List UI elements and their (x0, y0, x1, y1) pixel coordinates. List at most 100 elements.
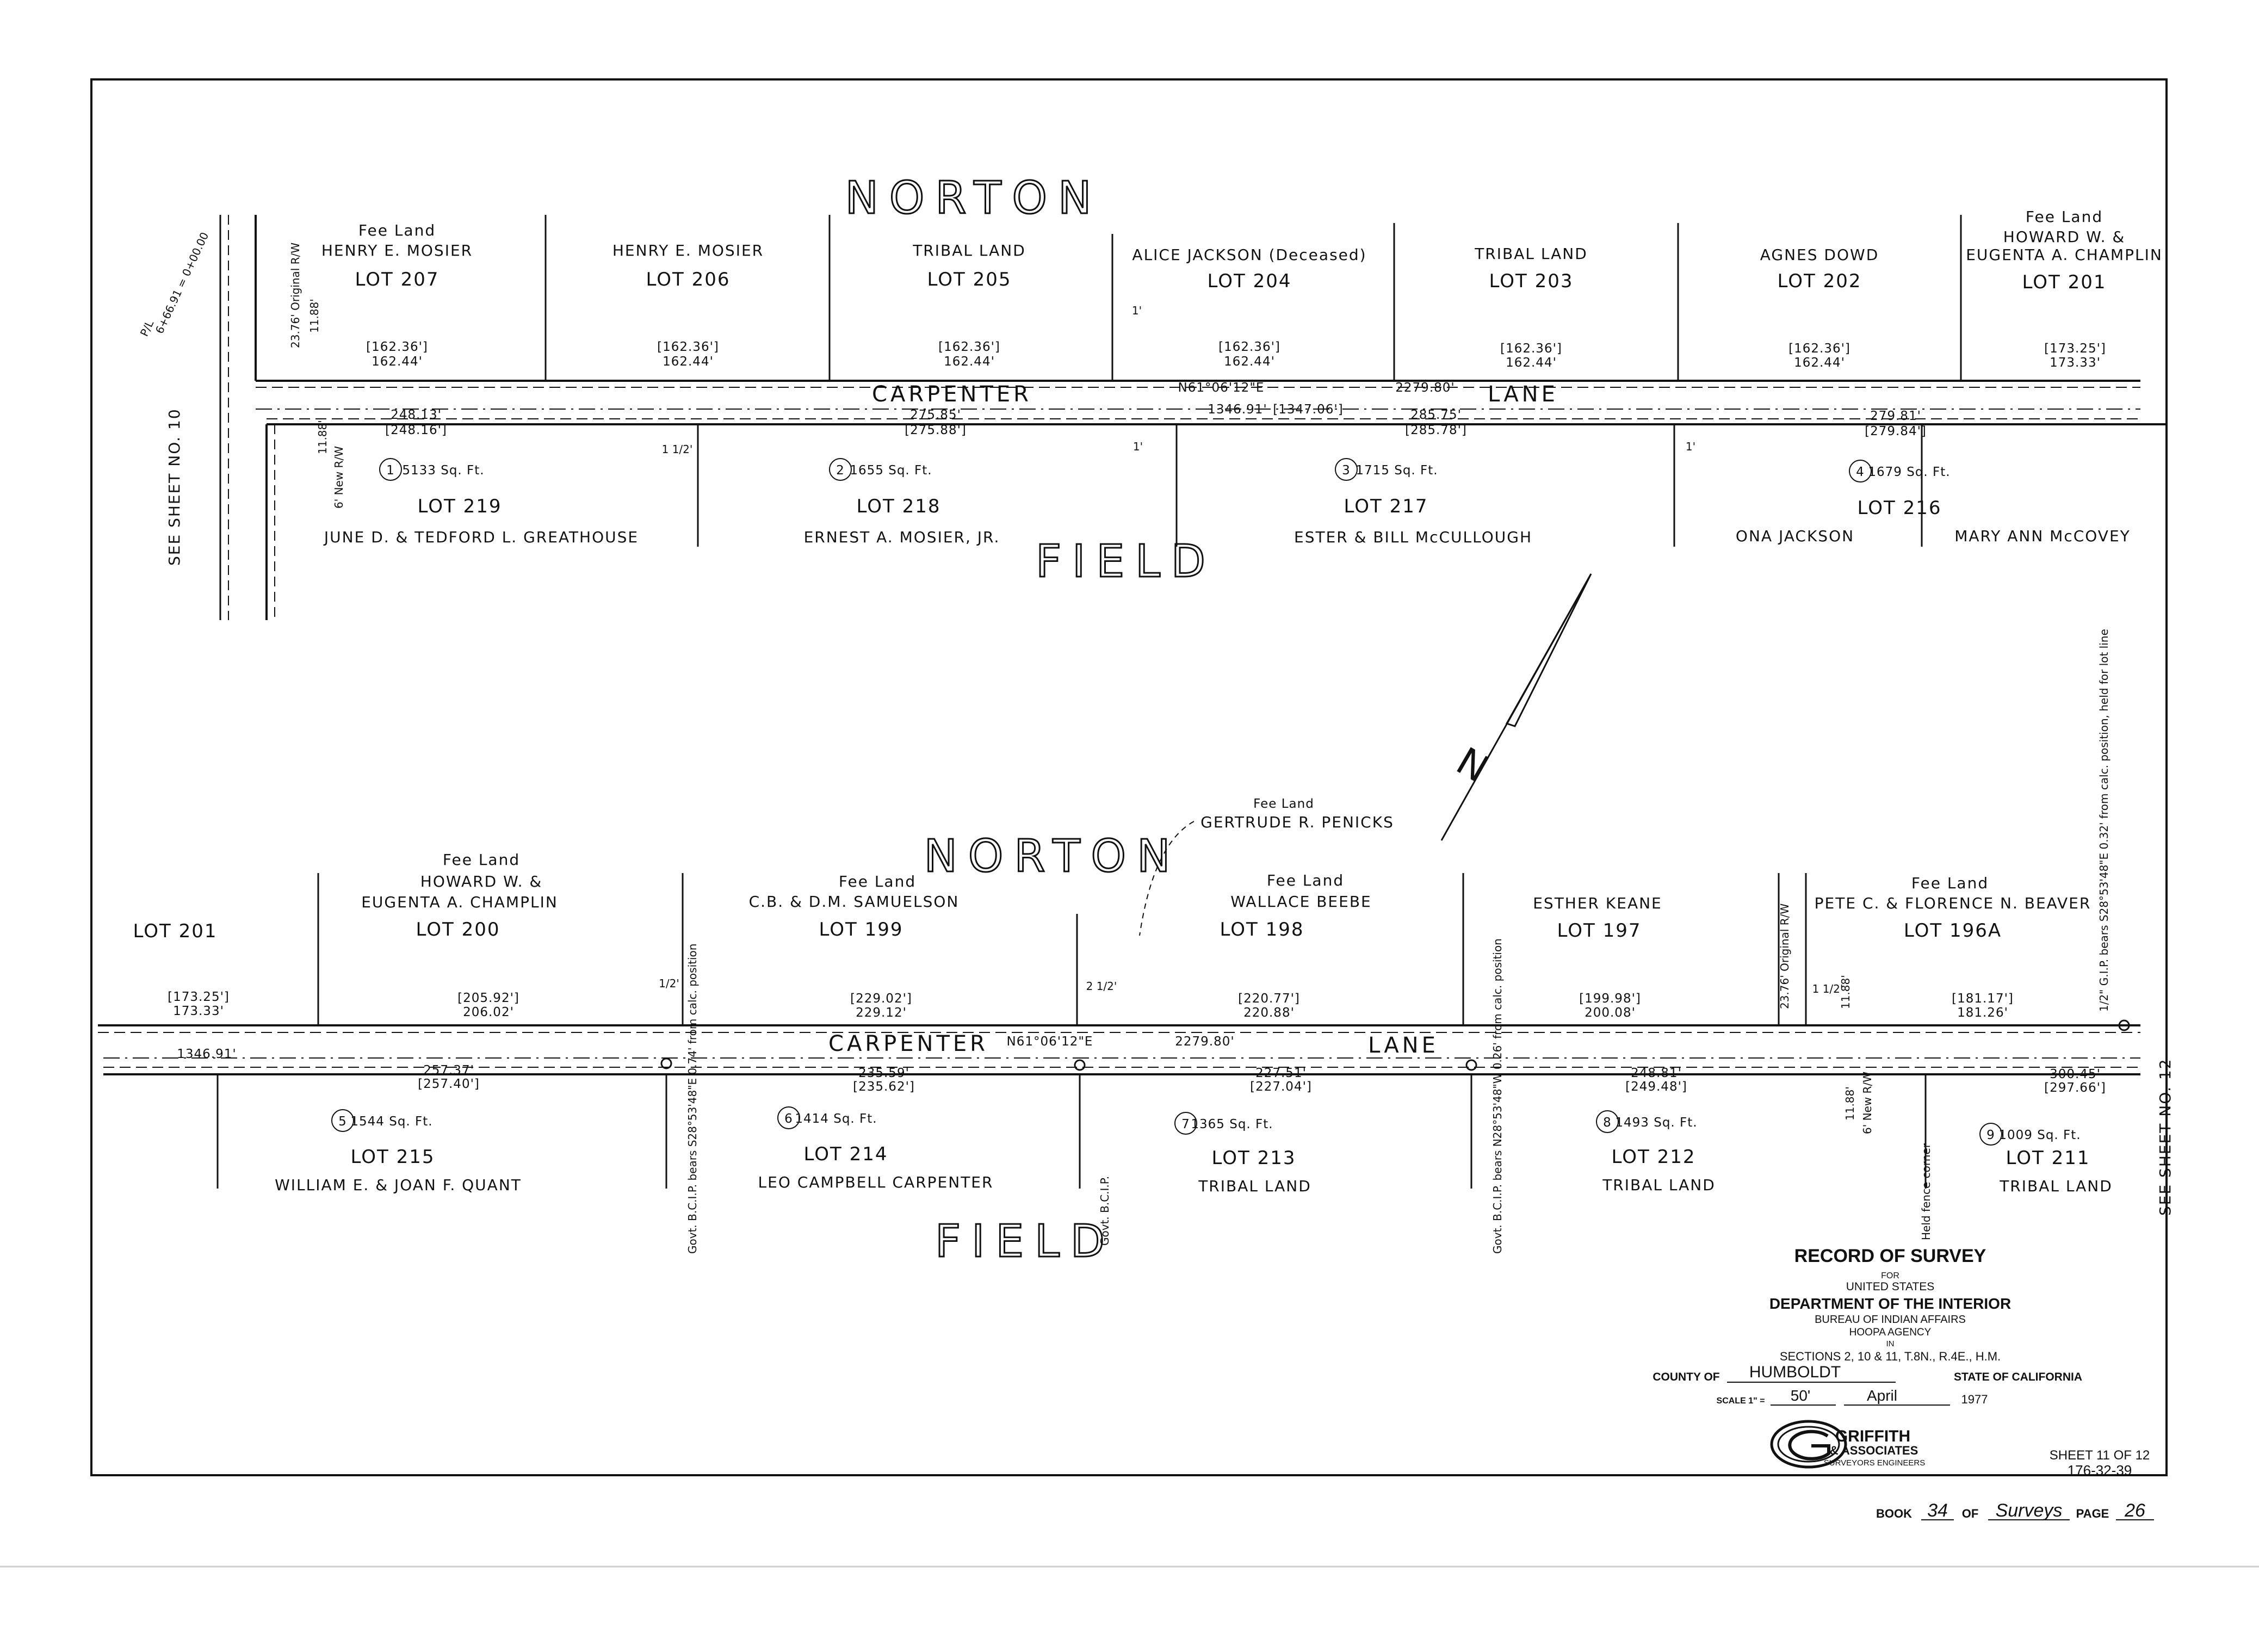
station-sub-upper: P/L (138, 318, 157, 338)
lot-198-dim: 220.88' (1243, 1006, 1295, 1020)
road-name-carpenter-lower: CARPENTER (828, 1031, 988, 1056)
lot-211-owner: TRIBAL LAND (1999, 1177, 2113, 1195)
lot-207-label: LOT 207 (355, 269, 440, 290)
of-label: OF (1962, 1507, 1979, 1520)
lot-216-dim: 279.81' (1870, 409, 1921, 423)
lot-203-label: LOT 203 (1489, 270, 1574, 292)
parcel-3-num: 3 (1342, 463, 1351, 478)
parcel-3-area: 1715 Sq. Ft. (1356, 463, 1438, 478)
parcel-1-num: 1 (386, 463, 395, 478)
road-name-carpenter-upper: CARPENTER (872, 382, 1032, 407)
gertrude-owner: GERTRUDE R. PENICKS (1200, 813, 1394, 831)
parcel-9-area: 1009 Sq. Ft. (1998, 1128, 2081, 1142)
lot-213-owner: TRIBAL LAND (1198, 1177, 1311, 1195)
lot-196a-dim-record: [181.17'] (1952, 992, 2014, 1006)
lot-212-label: LOT 212 (1612, 1146, 1696, 1168)
lot-212-dim-record: [249.48'] (1625, 1080, 1687, 1094)
lot-199-owner: C.B. & D.M. SAMUELSON (749, 893, 960, 911)
lot-196a-label: LOT 196A (1904, 920, 2002, 942)
lot-201-owner-2: EUGENTA A. CHAMPLIN (1966, 246, 2163, 264)
road-name-lane-upper: LANE (1488, 382, 1558, 407)
lot-201-fee: Fee Land (2026, 208, 2103, 226)
sheet-border (90, 78, 2168, 1476)
agency-3: BUREAU OF INDIAN AFFAIRS (1815, 1314, 1966, 1326)
lot-197-label: LOT 197 (1557, 920, 1642, 942)
parcel-8-circle (1596, 1110, 1619, 1133)
lot-199-dim-record: [229.02'] (850, 992, 912, 1006)
total-distance-2-lower: 1346.91' (177, 1047, 236, 1061)
month: April (1867, 1387, 1897, 1404)
one-ft-upper-3: 1' (1132, 304, 1142, 317)
lot-214-dim: 235.59' (858, 1066, 909, 1080)
lot-199-label: LOT 199 (819, 919, 903, 941)
gertrude-fee: Fee Land (1253, 797, 1314, 811)
lot-201-owner-1: HOWARD W. & (2003, 228, 2125, 246)
lot-200-owner-1: HOWARD W. & (420, 873, 542, 890)
page-number: 26 (2124, 1500, 2145, 1521)
parcel-7-circle (1174, 1112, 1197, 1135)
lot-197-owner: ESTHER KEANE (1533, 894, 1662, 912)
lot-206-label: LOT 206 (646, 269, 731, 290)
monument-note-3: Govt. B.C.I.P. bears N28°53'48"W 0.26' f… (1491, 938, 1504, 1254)
parcel-7-num: 7 (1181, 1117, 1190, 1131)
upper-north-lots: Fee Land HENRY E. MOSIER LOT 207 [162.36… (321, 208, 2163, 370)
lot-218-owner: ERNEST A. MOSIER, JR. (804, 528, 1000, 546)
north-arrow-letter: N (1449, 739, 1496, 791)
gertrude-leader (1139, 821, 1195, 936)
parcel-4-num: 4 (1856, 465, 1865, 479)
lot-205-owner: TRIBAL LAND (912, 242, 1026, 259)
book-number: 34 (1927, 1500, 1948, 1521)
lot-215-dim-record: [257.40'] (418, 1077, 480, 1091)
lot-201-lower-dim: 173.33' (173, 1004, 224, 1018)
parcel-2-num: 2 (836, 463, 845, 478)
one-ft-upper-1: 1' (1133, 440, 1143, 453)
lot-204-dim-record: [162.36'] (1218, 340, 1280, 354)
offset-lower-2: 11.88' (1843, 1086, 1856, 1121)
offset-upper-1: 11.88' (308, 299, 321, 333)
scale: 50' (1791, 1387, 1811, 1404)
lot-200-dim-record: [205.92'] (457, 991, 519, 1005)
lot-215-dim: 257.37' (423, 1063, 474, 1078)
lower-south-lots: 257.37' [257.40'] 5 1544 Sq. Ft. LOT 215… (275, 1063, 2113, 1195)
orig-rw-upper: 23.76' Original R/W (289, 243, 302, 348)
total-distance-lower: 2279.80' (1175, 1035, 1234, 1049)
lot-199-fee: Fee Land (839, 873, 916, 890)
monument-note-2: Govt. B.C.I.P. (1098, 1176, 1111, 1246)
lot-219-label: LOT 219 (418, 496, 502, 517)
offset-lower-1: 11.88' (1839, 975, 1852, 1009)
parcel-6-circle (777, 1106, 800, 1129)
offset-upper-2: 11.88' (316, 420, 329, 454)
lot-216-owner-b: MARY ANN McCOVEY (1954, 527, 2131, 545)
fence-corner-note: Held fence corner (1920, 1143, 1933, 1240)
lot-206-dim-record: [162.36'] (657, 340, 719, 354)
see-sheet-10: SEE SHEET NO. 10 (165, 408, 183, 566)
lot-206-dim: 162.44' (663, 355, 714, 369)
parcel-2-circle (829, 458, 852, 481)
half-ft-lower: 1/2' (659, 977, 679, 990)
lot-213-dim-record: [227.04'] (1250, 1080, 1312, 1094)
monument-3 (1465, 1059, 1477, 1071)
parcel-8-area: 1493 Sq. Ft. (1615, 1116, 1697, 1130)
lot-200-label: LOT 200 (416, 919, 500, 941)
bearing-lower: N61°06'12"E (1007, 1035, 1093, 1049)
parcel-5-area: 1544 Sq. Ft. (350, 1115, 432, 1129)
lot-205-label: LOT 205 (927, 269, 1012, 290)
monument-1 (660, 1057, 672, 1069)
county: HUMBOLDT (1749, 1363, 1841, 1381)
lot-211-dim-record: [297.66'] (2044, 1081, 2106, 1095)
station-upper: 6+66.91 = 0+00.00 (153, 230, 212, 336)
lot-196a-fee: Fee Land (1911, 874, 1989, 892)
parcel-7-area: 1365 Sq. Ft. (1191, 1117, 1273, 1131)
lot-213-label: LOT 213 (1212, 1147, 1296, 1169)
lot-201-dim: 173.33' (2050, 356, 2101, 370)
lot-202-owner: AGNES DOWD (1760, 246, 1879, 264)
title-for: FOR (1881, 1271, 1899, 1280)
upper-south-lots: 248.13' [248.16'] 1 5133 Sq. Ft. LOT 219… (323, 408, 2131, 546)
total-distance-upper: 2279.80' (1395, 381, 1455, 395)
lot-214-label: LOT 214 (804, 1143, 888, 1165)
book-type: Surveys (1996, 1500, 2063, 1521)
lot-205-dim-record: [162.36'] (938, 340, 1000, 354)
bearing-upper: N61°06'12"E (1178, 381, 1265, 395)
county-label: COUNTY OF (1653, 1371, 1719, 1383)
